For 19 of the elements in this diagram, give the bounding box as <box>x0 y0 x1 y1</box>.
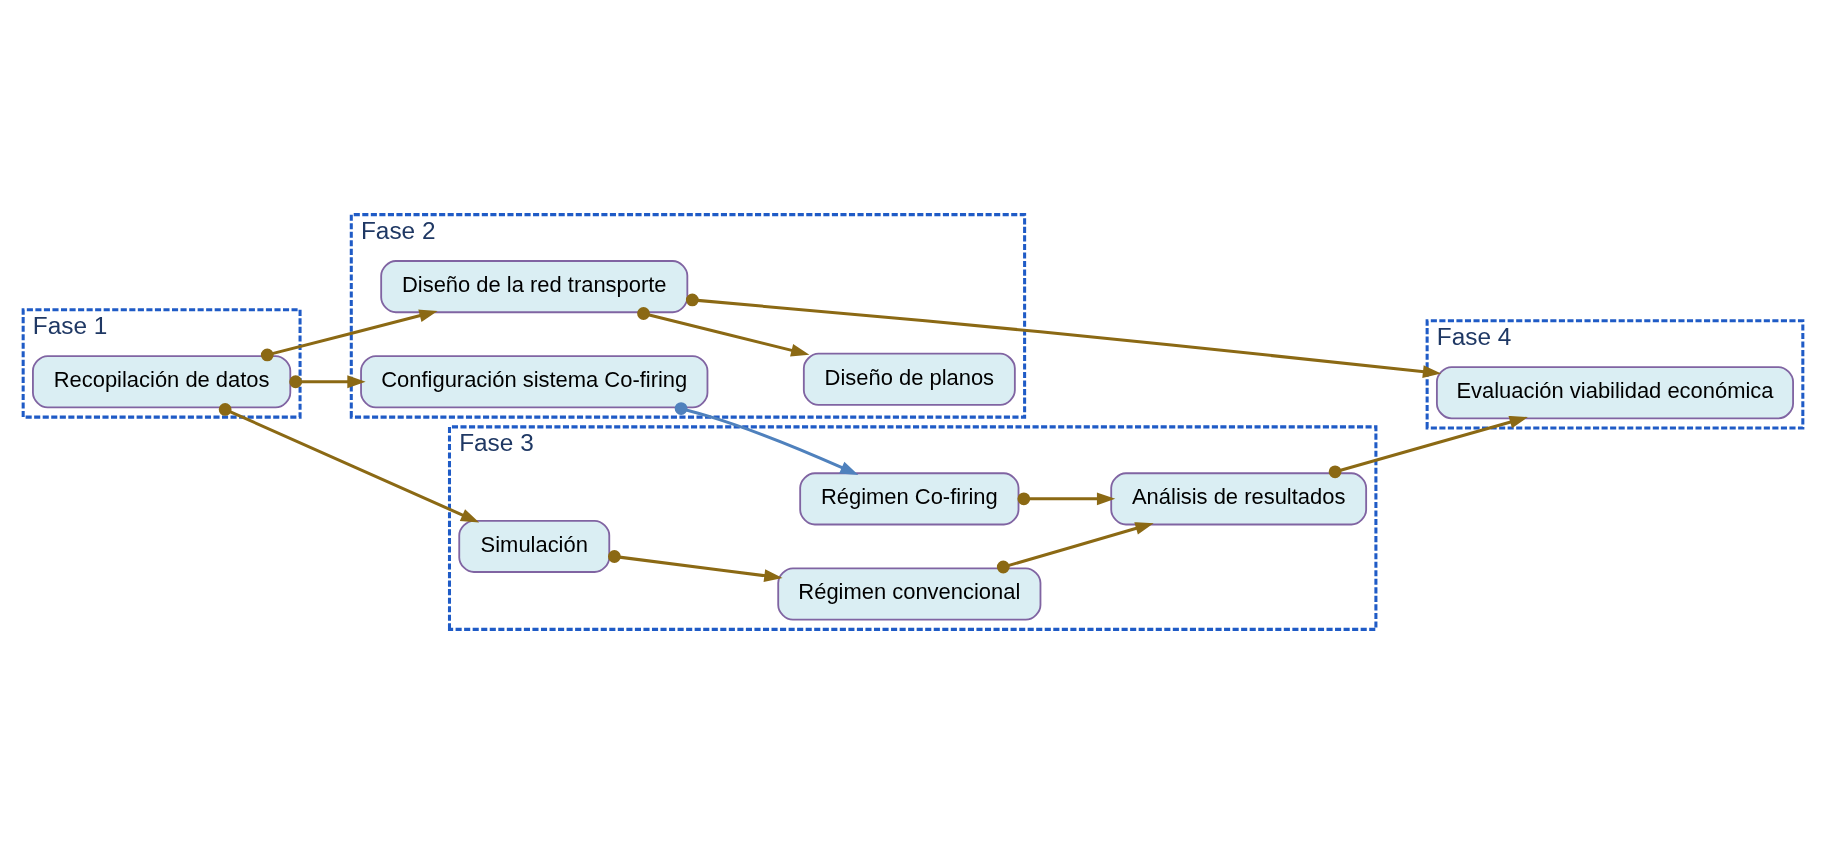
node-box: Diseño de la red transporte <box>380 260 689 314</box>
node-box: Simulación <box>458 519 611 573</box>
arrow <box>685 293 1442 378</box>
arrow <box>608 550 783 582</box>
arrow <box>996 522 1154 574</box>
node-box: Diseño de planos <box>802 352 1016 406</box>
node-box: Régimen convencional <box>777 567 1042 621</box>
arrow <box>637 307 810 357</box>
node-box: Régimen Co-firing <box>799 472 1020 526</box>
arrow <box>1328 415 1528 479</box>
node-box: Análisis de resultados <box>1110 472 1368 526</box>
arrow <box>218 403 480 523</box>
arrow <box>260 309 438 362</box>
arrow <box>289 375 366 389</box>
node-box: Configuración sistema Co-firing <box>360 355 709 409</box>
arrow <box>1017 492 1116 506</box>
arrow <box>674 402 859 476</box>
node-box: Evaluación viabilidad económica <box>1436 366 1794 420</box>
node-box: Recopilación de datos <box>32 355 292 409</box>
